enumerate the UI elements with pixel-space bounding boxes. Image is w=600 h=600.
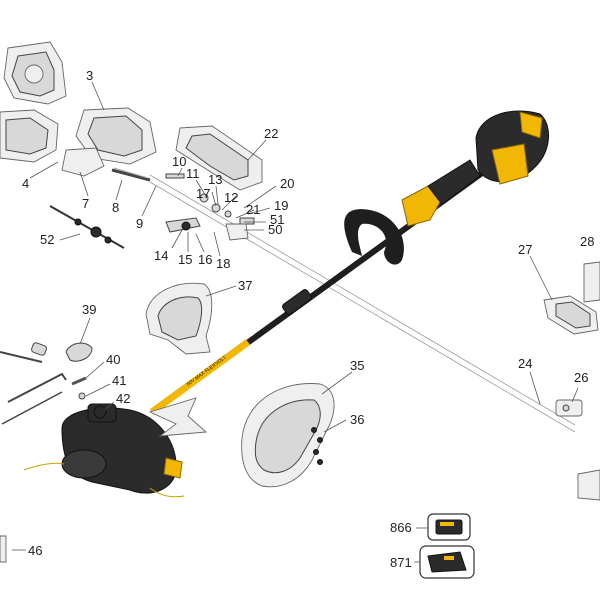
callout-7: 7 [82, 196, 89, 211]
callout-21: 21 [246, 202, 260, 217]
shaft-bracket [61, 147, 105, 177]
callout-14: 14 [154, 248, 168, 263]
trimmer-head-shaft-52 [49, 205, 125, 249]
callout-52: 52 [40, 232, 54, 247]
trigger-handle [401, 185, 441, 227]
washer-41 [78, 392, 86, 400]
callout-871: 871 [390, 555, 412, 570]
callout-15: 15 [178, 252, 192, 267]
callout-20: 20 [280, 176, 294, 191]
shaft-label: 60V MAX FLEXVOLT [186, 355, 228, 388]
screws-36 [311, 427, 323, 465]
motor-housing-top [3, 41, 67, 105]
leader-lines [12, 81, 579, 563]
callout-50: 50 [268, 222, 282, 237]
callout-9: 9 [136, 216, 143, 231]
callout-36: 36 [350, 412, 364, 427]
small-hardware [165, 173, 255, 241]
bumper-knob-42 [93, 405, 107, 419]
callout-16: 16 [198, 252, 212, 267]
callout-12: 12 [224, 190, 238, 205]
callout-26: 26 [574, 370, 588, 385]
shaft-coupler [282, 289, 312, 315]
exploded-centerline [149, 174, 576, 433]
charger-icon [419, 545, 475, 579]
part-46 [0, 535, 7, 563]
line-cutter-blade [148, 397, 208, 437]
upper-guard-37 [145, 282, 213, 355]
spring-40 [71, 376, 87, 386]
callout-17: 17 [196, 186, 210, 201]
battery-icon [427, 513, 471, 541]
handle-bracket-27 [543, 295, 599, 335]
callout-13: 13 [208, 172, 222, 187]
part-28 [583, 261, 600, 303]
callout-39: 39 [82, 302, 96, 317]
callout-24: 24 [518, 356, 532, 371]
part-right-bottom [577, 469, 600, 501]
callout-3: 3 [86, 68, 93, 83]
hex-key-and-rods [0, 342, 67, 425]
clamp-26 [555, 399, 583, 417]
callout-11: 11 [186, 166, 200, 181]
callout-19: 19 [274, 198, 288, 213]
lower-shaft [149, 339, 251, 415]
callout-40: 40 [106, 352, 120, 367]
callout-18: 18 [216, 256, 230, 271]
callout-51: 51 [270, 212, 284, 227]
callout-46: 46 [28, 543, 42, 558]
callout-35: 35 [350, 358, 364, 373]
callout-8: 8 [112, 200, 119, 215]
callout-28: 28 [580, 234, 594, 249]
callout-866: 866 [390, 520, 412, 535]
guard-bracket-22 [175, 125, 263, 191]
callout-42: 42 [116, 391, 130, 406]
callout-37: 37 [238, 278, 252, 293]
callout-27: 27 [518, 242, 532, 257]
callout-10: 10 [172, 154, 186, 169]
spring-shaft [111, 167, 151, 182]
lower-guard-35 [241, 383, 335, 488]
callout-41: 41 [112, 373, 126, 388]
d-handle [344, 209, 404, 265]
spool [61, 449, 107, 479]
callout-22: 22 [264, 126, 278, 141]
motor-housing-bottom [0, 109, 59, 163]
cap-39 [65, 342, 93, 362]
callout-labels: 3 4 7 8 9 10 11 12 13 14 15 16 17 18 19 … [22, 68, 594, 570]
callout-4: 4 [22, 176, 29, 191]
